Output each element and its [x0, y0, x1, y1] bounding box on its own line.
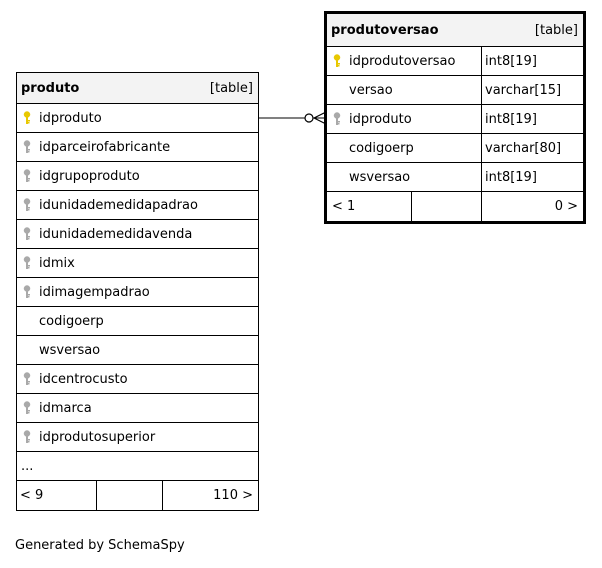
parent-count[interactable]: < 1: [327, 192, 412, 221]
column-row[interactable]: idunidademedidapadrao: [17, 191, 258, 220]
primary-key-icon: [23, 111, 31, 124]
column-name[interactable]: idunidademedidavenda: [39, 226, 193, 242]
column-row[interactable]: versao varchar[15]: [327, 76, 583, 105]
generated-by-label: Generated by SchemaSpy: [15, 538, 185, 553]
column-name[interactable]: wsversao: [349, 169, 411, 185]
column-name[interactable]: idprodutoversao: [349, 53, 456, 69]
foreign-key-icon: [23, 285, 31, 298]
footer-spacer: [412, 192, 482, 221]
column-name[interactable]: idcentrocusto: [39, 371, 128, 387]
column-row[interactable]: wsversao: [17, 336, 258, 365]
column-row[interactable]: codigoerp varchar[80]: [327, 134, 583, 163]
column-name[interactable]: idproduto: [349, 111, 412, 127]
column-type: int8[19]: [485, 53, 537, 69]
column-row[interactable]: idmix: [17, 249, 258, 278]
parent-count[interactable]: < 9: [17, 481, 97, 510]
foreign-key-icon: [23, 372, 31, 385]
column-type: int8[19]: [485, 169, 537, 185]
table-header: produtoversao [table]: [327, 14, 583, 47]
table-kind: [table]: [534, 22, 578, 38]
column-name[interactable]: idunidademedidapadrao: [39, 197, 198, 213]
column-name[interactable]: idmarca: [39, 400, 92, 416]
footer-spacer: [97, 481, 163, 510]
key-icon-slot: [17, 285, 37, 299]
primary-key-icon: [333, 54, 341, 67]
table-name[interactable]: produtoversao: [331, 22, 439, 38]
foreign-key-icon: [23, 198, 31, 211]
column-name[interactable]: idmix: [39, 255, 75, 271]
column-row[interactable]: wsversao int8[19]: [327, 163, 583, 192]
column-name[interactable]: idimagempadrao: [39, 284, 150, 300]
column-type: varchar[80]: [485, 140, 562, 156]
column-name[interactable]: wsversao: [39, 342, 101, 358]
column-row[interactable]: idgrupoproduto: [17, 162, 258, 191]
column-row[interactable]: idprodutosuperior: [17, 423, 258, 452]
column-row[interactable]: idunidademedidavenda: [17, 220, 258, 249]
foreign-key-icon: [23, 169, 31, 182]
column-row[interactable]: idmarca: [17, 394, 258, 423]
more-columns: ...: [21, 458, 34, 474]
more-columns-row: ...: [17, 452, 258, 481]
key-icon-slot: [327, 112, 347, 126]
key-icon-slot: [17, 430, 37, 444]
table-name[interactable]: produto: [21, 80, 80, 96]
foreign-key-icon: [23, 227, 31, 240]
foreign-key-icon: [333, 112, 341, 125]
column-row[interactable]: idproduto int8[19]: [327, 105, 583, 134]
column-type: int8[19]: [485, 111, 537, 127]
key-icon-slot: [17, 198, 37, 212]
key-icon-slot: [17, 372, 37, 386]
foreign-key-icon: [23, 256, 31, 269]
table-header: produto [table]: [17, 73, 258, 104]
table-footer: < 1 0 >: [327, 192, 583, 221]
column-name[interactable]: idparceirofabricante: [39, 139, 171, 155]
key-icon-slot: [17, 256, 37, 270]
column-name[interactable]: codigoerp: [349, 140, 414, 156]
column-name[interactable]: idgrupoproduto: [39, 168, 140, 184]
child-count[interactable]: 110 >: [213, 488, 253, 503]
key-icon-slot: [17, 401, 37, 415]
foreign-key-icon: [23, 430, 31, 443]
key-icon-slot: [17, 140, 37, 154]
key-icon-slot: [327, 54, 347, 68]
foreign-key-icon: [23, 140, 31, 153]
key-icon-slot: [17, 227, 37, 241]
foreign-key-icon: [23, 401, 31, 414]
column-type: varchar[15]: [485, 82, 562, 98]
key-icon-slot: [17, 111, 37, 125]
column-row[interactable]: codigoerp: [17, 307, 258, 336]
child-count[interactable]: 0 >: [554, 199, 578, 214]
table-kind: [table]: [209, 80, 253, 96]
column-name[interactable]: idprodutosuperior: [39, 429, 156, 445]
column-row[interactable]: idimagempadrao: [17, 278, 258, 307]
column-row[interactable]: idcentrocusto: [17, 365, 258, 394]
column-row[interactable]: idparceirofabricante: [17, 133, 258, 162]
key-icon-slot: [17, 169, 37, 183]
column-name[interactable]: versao: [349, 82, 393, 98]
table-footer: < 9 110 >: [17, 481, 258, 510]
column-name[interactable]: codigoerp: [39, 313, 104, 329]
column-name[interactable]: idproduto: [39, 110, 102, 126]
table-produto[interactable]: produto [table] idproduto idparceirofabri…: [16, 72, 259, 511]
column-row[interactable]: idprodutoversao int8[19]: [327, 47, 583, 76]
column-row[interactable]: idproduto: [17, 104, 258, 133]
